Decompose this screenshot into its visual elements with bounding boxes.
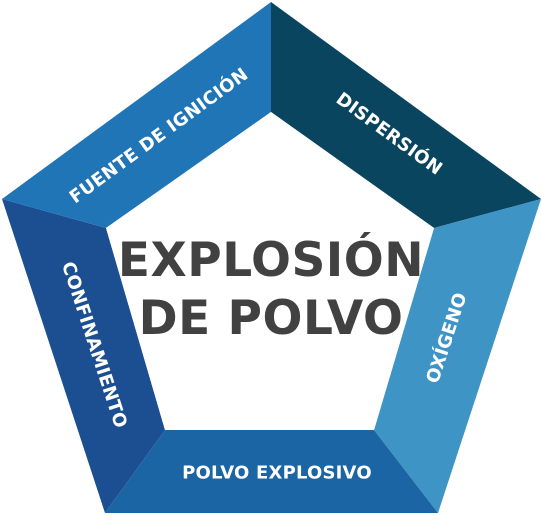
inner-pentagon <box>106 112 434 430</box>
label-polvo-explosivo: POLVO EXPLOSIVO <box>182 463 372 484</box>
segment-confinamiento <box>2 199 165 513</box>
center-title-line-2: DE POLVO <box>139 291 404 346</box>
segment-polvo-explosivo <box>105 430 438 513</box>
center-title: EXPLOSIÓN DE POLVO <box>118 233 424 346</box>
segment-fuente-de-ignicion <box>2 2 271 228</box>
segment-dispersion <box>271 2 541 228</box>
center-title-line-1: EXPLOSIÓN <box>118 233 424 288</box>
segment-oxigeno <box>374 199 541 513</box>
